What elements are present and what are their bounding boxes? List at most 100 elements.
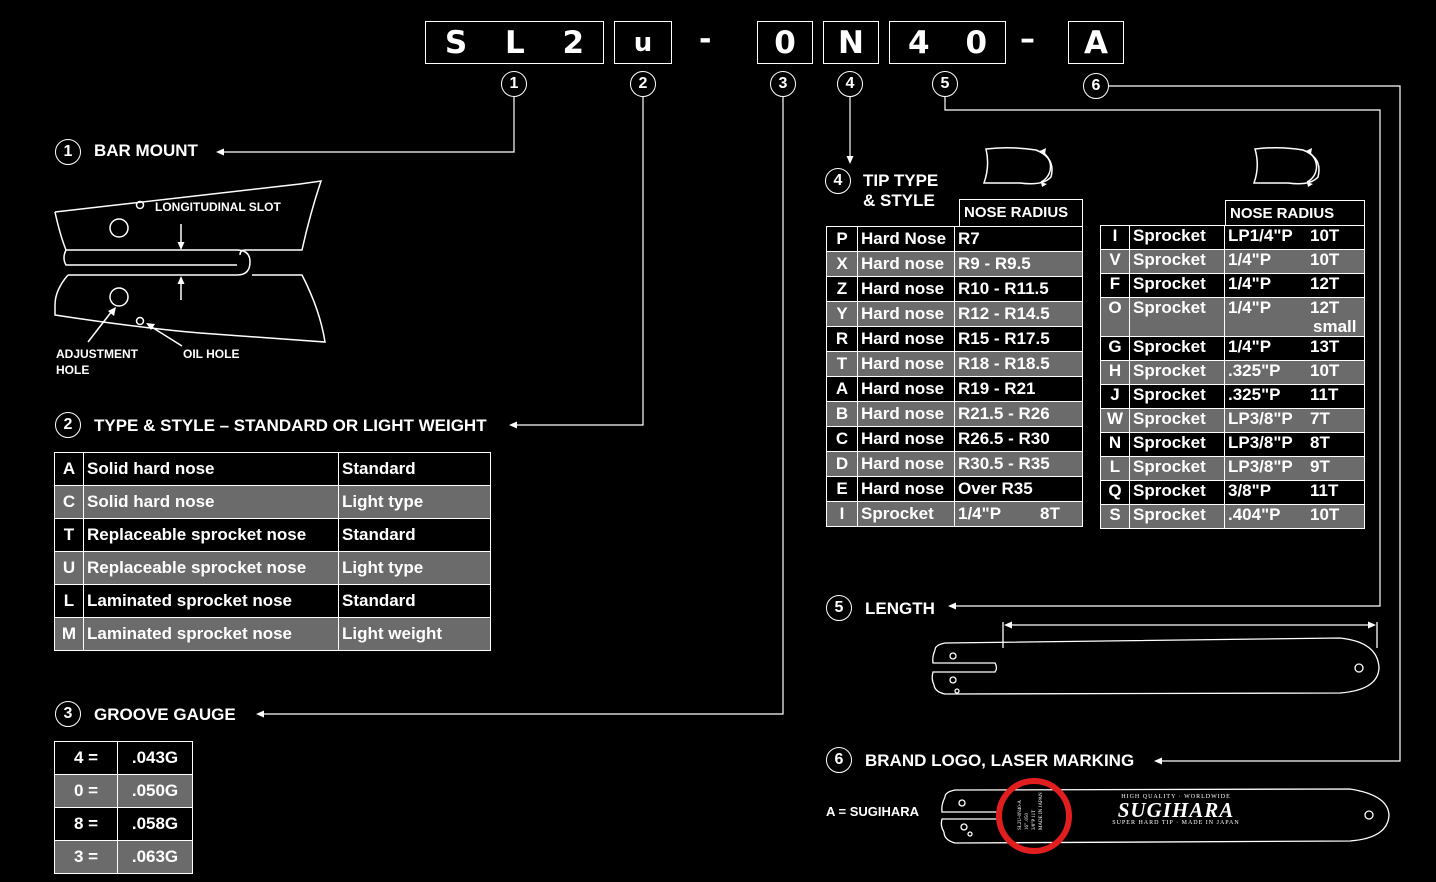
tip-type: Hard Nose: [857, 226, 955, 252]
tip-radius-value: R26.5 - R30: [958, 429, 1050, 448]
adjustment-hole-line2: HOLE: [56, 363, 90, 377]
brand-logo-top: HIGH QUALITY · WORLDWIDE: [1121, 794, 1231, 800]
tip-code: N: [1100, 432, 1130, 457]
tip-code: Z: [826, 276, 858, 302]
table-row: 8 =.058G: [54, 807, 193, 841]
gauge-value: .050G: [117, 774, 193, 808]
marker-5: 5: [932, 71, 958, 97]
svg-text:SL2U-0N40-A: SL2U-0N40-A: [1018, 800, 1023, 830]
code-dash: -: [699, 22, 712, 57]
tip-teeth: 12T: [1310, 274, 1340, 293]
tip-code: Y: [826, 301, 858, 327]
tip-code: W: [1100, 408, 1130, 433]
gauge-value: .063G: [117, 840, 193, 874]
sprocket-nose-icon: [1252, 146, 1320, 185]
type-desc: Solid hard nose: [83, 485, 339, 519]
type-code: L: [54, 584, 84, 618]
tip-radius: R10 - R11.5: [954, 276, 1083, 302]
tip-radius-value: Over R35: [958, 479, 1033, 498]
code-char: 0: [965, 24, 988, 61]
tip-pitch-value: 1/4"P: [1228, 274, 1272, 293]
brand-title: BRAND LOGO, LASER MARKING: [865, 751, 1135, 770]
tip-code: I: [826, 501, 858, 527]
groove-gauge-title: GROOVE GAUGE: [94, 705, 236, 724]
tip-radius: Over R35: [954, 476, 1083, 502]
svg-text:MADE IN JAPAN: MADE IN JAPAN: [1039, 792, 1044, 830]
tip-type: Sprocket: [1129, 273, 1225, 298]
tip-pitch: LP3/8"P 9T: [1224, 456, 1365, 481]
section-3-number: 3: [55, 701, 81, 727]
tip-radius-value: R7: [958, 229, 980, 248]
longitudinal-slot-label: LONGITUDINAL SLOT: [155, 200, 281, 214]
table-row: 3 =.063G: [54, 840, 193, 874]
section-6-number: 6: [826, 747, 852, 773]
type-desc: Replaceable sprocket nose: [83, 518, 339, 552]
tip-code: S: [1100, 504, 1130, 529]
hard-nose-icon: [982, 146, 1053, 185]
code-char: u: [633, 27, 653, 58]
type-desc: Laminated sprocket nose: [83, 584, 339, 618]
tip-pitch-value: 1/4"P: [1228, 337, 1272, 356]
marker-1: 1: [501, 71, 527, 97]
section-5-number: 5: [826, 595, 852, 621]
gauge-code: 0 =: [54, 774, 118, 808]
tip-type: Sprocket: [1129, 480, 1225, 505]
groove-gauge-table: 4 =.043G 0 =.050G 8 =.058G 3 =.063G: [54, 741, 193, 874]
code-segment-3: 0: [757, 21, 813, 64]
adjustment-hole-label: ADJUSTMENT HOLE: [56, 346, 138, 378]
tip-pitch-value: LP1/4"P: [1228, 226, 1293, 245]
brand-logo-text: SUGIHARA: [1117, 798, 1235, 822]
tip-type: Sprocket: [1129, 456, 1225, 481]
tip-code: Q: [1100, 480, 1130, 505]
tip-type-title-line1: TIP TYPE: [863, 171, 939, 190]
tip-teeth: 10T: [1310, 226, 1340, 245]
tip-type: Sprocket: [1129, 408, 1225, 433]
tip-radius-value: R12 - R14.5: [958, 304, 1050, 323]
tip-code: A: [826, 376, 858, 402]
code-char: A: [1084, 24, 1108, 61]
tip-pitch: 1/4"P 12T: [1224, 273, 1365, 298]
type-style-title: TYPE & STYLE – STANDARD OR LIGHT WEIGHT: [94, 416, 487, 435]
tip-code: E: [826, 476, 858, 502]
tip-code: C: [826, 426, 858, 452]
code-char: 4: [907, 24, 930, 61]
tip-type: Hard nose: [857, 451, 955, 477]
tip-code: X: [826, 251, 858, 277]
tip-pitch-value: LP3/8"P: [1228, 457, 1293, 476]
gauge-value: .043G: [117, 741, 193, 775]
tip-pitch: LP1/4"P 10T: [1224, 225, 1365, 250]
code-segment-4: N: [823, 21, 879, 64]
code-segment-5: 4 0: [889, 21, 1006, 64]
marker-3: 3: [770, 71, 796, 97]
nose-radius-header-left: NOSE RADIUS: [959, 199, 1083, 227]
tip-type: Sprocket: [1129, 384, 1225, 409]
tip-pitch-value: .325"P: [1228, 361, 1281, 380]
type-weight: Standard: [338, 584, 491, 618]
tip-teeth: 12T: [1310, 298, 1340, 317]
code-char: N: [838, 24, 864, 61]
tip-type: Hard nose: [857, 476, 955, 502]
tip-type-title: TIP TYPE & STYLE: [863, 171, 938, 211]
tip-teeth: 9T: [1310, 457, 1330, 476]
laser-marking-highlight: [996, 778, 1072, 854]
code-segment-2: u: [614, 21, 672, 64]
